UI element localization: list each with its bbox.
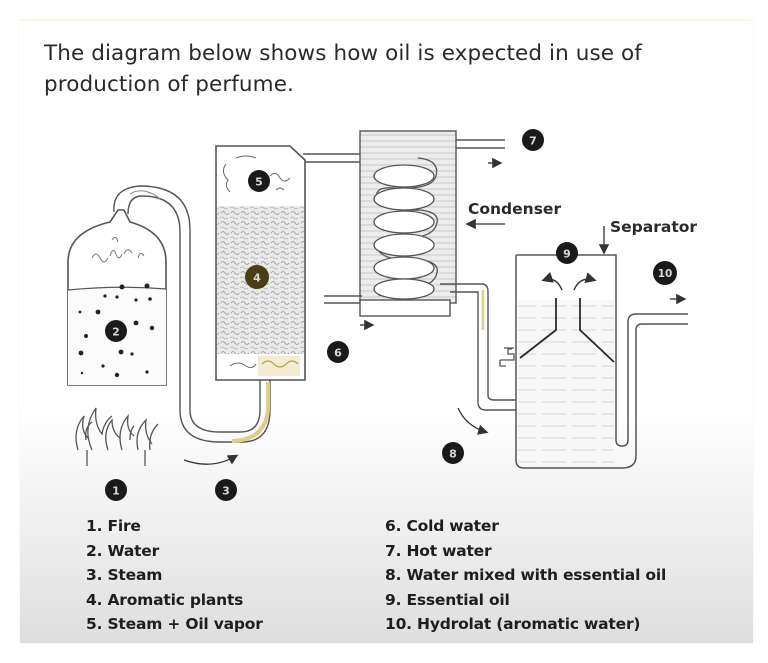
badge-5: 5 — [248, 170, 270, 192]
badge-8: 8 — [442, 442, 464, 464]
legend-item: 1. Fire — [86, 517, 141, 535]
legend-item: 6. Cold water — [385, 517, 499, 535]
steam-wisps — [91, 236, 145, 263]
legend-item: 4. Aromatic plants — [86, 590, 244, 609]
svg-text:10: 10 — [658, 268, 673, 280]
legend-right: 6. Cold water 7. Hot water 8. Water mixe… — [385, 514, 666, 637]
separator-water — [518, 300, 614, 464]
svg-text:3: 3 — [222, 485, 230, 498]
legend-item: 7. Hot water — [385, 541, 492, 560]
legend-left: 1. Fire 2. Water 3. Steam 4. Aromatic pl… — [86, 514, 263, 637]
legend-item: 10. Hydrolat (aromatic water) — [385, 615, 641, 634]
mixture-flow-arrow — [457, 407, 489, 435]
badge-10: 10 — [653, 261, 677, 285]
badge-6: 6 — [327, 341, 349, 363]
svg-text:1: 1 — [112, 485, 120, 498]
vapor-wisps — [222, 155, 291, 369]
badge-3: 3 — [215, 479, 237, 501]
badge-7: 7 — [522, 129, 544, 151]
page-title: The diagram below shows how oil is expec… — [44, 41, 642, 97]
badge-2: 2 — [105, 320, 127, 342]
funnel — [519, 298, 615, 363]
badge-1: 1 — [105, 479, 127, 501]
badge-4: 4 — [245, 265, 269, 289]
plant-chamber — [215, 145, 306, 381]
steam-flow-arrow — [183, 454, 239, 465]
legend-item: 8. Water mixed with essential oil — [385, 566, 667, 585]
legend-item: 2. Water — [86, 541, 160, 560]
svg-text:6: 6 — [334, 347, 342, 360]
separator — [499, 254, 688, 469]
legend-item: 5. Steam + Oil vapor — [86, 615, 263, 634]
separator-label: Separator — [610, 218, 697, 236]
water-bubbles — [78, 283, 155, 378]
svg-text:7: 7 — [529, 135, 537, 148]
oil-flow-arrows — [541, 272, 597, 291]
condenser-label: Condenser — [468, 200, 561, 218]
legend-item: 9. Essential oil — [385, 590, 510, 609]
badge-9: 9 — [556, 242, 578, 264]
flow-arrows — [183, 157, 687, 465]
condenser — [324, 130, 505, 317]
svg-text:2: 2 — [112, 326, 120, 339]
svg-text:4: 4 — [253, 272, 261, 285]
svg-text:5: 5 — [255, 176, 263, 189]
hot-water-pipe — [456, 139, 505, 149]
svg-text:8: 8 — [449, 448, 457, 461]
tap-icon — [499, 347, 515, 367]
svg-text:9: 9 — [563, 248, 571, 261]
legend-item: 3. Steam — [86, 566, 163, 585]
boiler-vessel — [67, 209, 167, 386]
fire-icon — [75, 407, 159, 466]
steam-pipe — [113, 185, 271, 443]
condenser-outlet — [359, 299, 451, 317]
condenser-coil — [373, 157, 438, 300]
distillate-pipe — [440, 283, 516, 411]
